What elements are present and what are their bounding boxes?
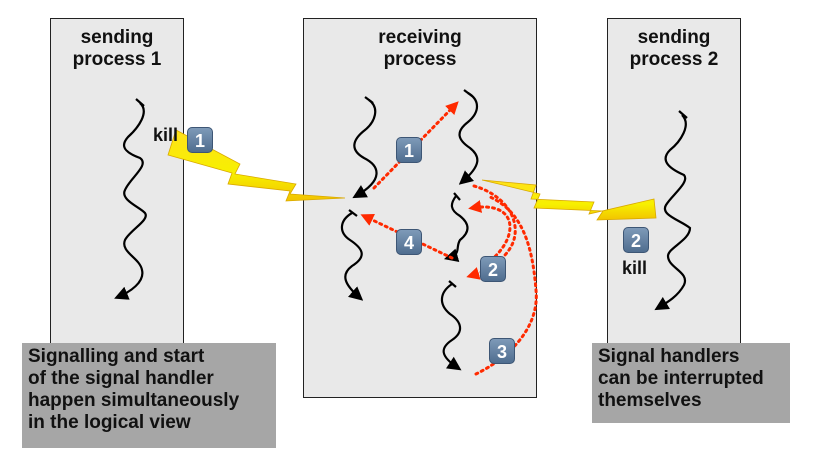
- step-badge-2-receiver: 2: [480, 256, 506, 282]
- thread-receiver-main-1: [352, 96, 378, 199]
- step-badge-1-sender: 1: [187, 127, 213, 153]
- red-arrow-2: [468, 200, 512, 266]
- thread-sender-2: [654, 110, 692, 311]
- title-line-1: sending: [637, 27, 711, 48]
- step-badge-2-sender: 2: [623, 227, 649, 253]
- step-badge-4-receiver: 4: [396, 229, 422, 255]
- thread-receiver-handler-1: [458, 89, 479, 185]
- receiving-process-title: receiving process: [304, 27, 536, 71]
- note-left: Signalling and start of the signal handl…: [22, 343, 276, 448]
- step-badge-1-receiver: 1: [396, 137, 422, 163]
- title-line-2: process: [383, 49, 457, 70]
- lightning-bolt-1: [167, 129, 346, 202]
- title-line-1: sending: [80, 27, 154, 48]
- kill-label-1: kill: [153, 125, 179, 145]
- note-right: Signal handlers can be interrupted thems…: [592, 343, 790, 423]
- sending-process-2-box: sending process 2: [607, 18, 741, 348]
- kill-label-2: kill: [622, 258, 648, 278]
- thread-receiver-main-2: [340, 209, 364, 301]
- thread-sender-1: [114, 98, 147, 300]
- sending-process-2-title: sending process 2: [608, 27, 740, 71]
- sending-process-1-title: sending process 1: [51, 27, 183, 71]
- lightning-bolt-2: [481, 179, 657, 221]
- step-badge-3-receiver: 3: [489, 338, 515, 364]
- thread-receiver-handler-3: [440, 280, 462, 371]
- title-line-2: process 2: [629, 49, 719, 70]
- thread-receiver-handler-2: [443, 192, 469, 263]
- title-line-2: process 1: [72, 49, 162, 70]
- title-line-1: receiving: [378, 27, 462, 48]
